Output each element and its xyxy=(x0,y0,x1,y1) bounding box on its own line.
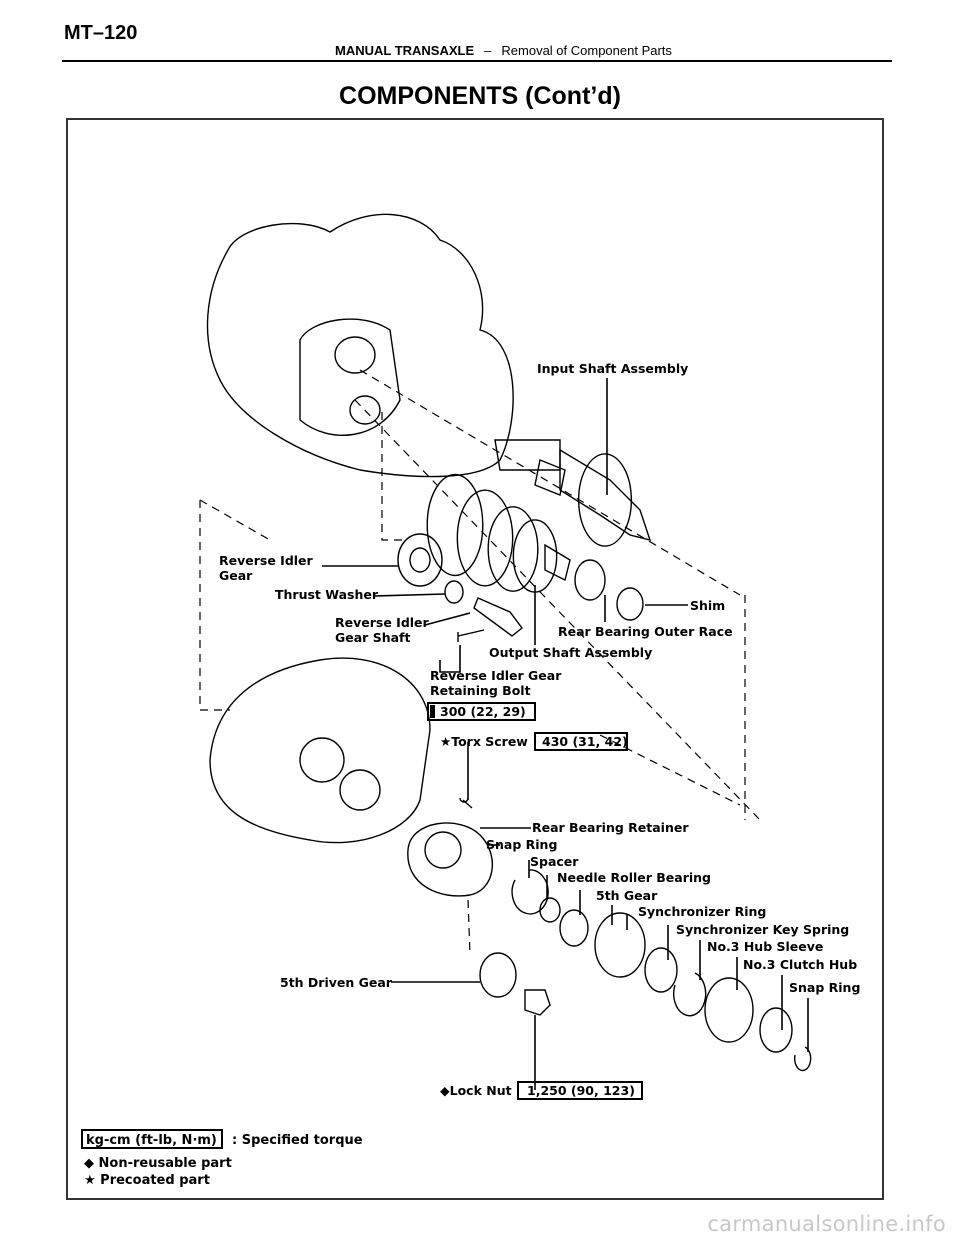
label-torx-screw: ★Torx Screw xyxy=(440,734,528,749)
torque-box-torx-screw xyxy=(534,732,628,751)
housing-bore-1 xyxy=(299,737,345,783)
label-reverse-idler-shaft-line2: Gear Shaft xyxy=(335,630,410,645)
torx-screw-drawing xyxy=(459,797,473,809)
legend-torque-box xyxy=(81,1129,223,1149)
hub-sleeve-drawing xyxy=(704,977,754,1043)
spacer-drawing xyxy=(539,897,561,923)
thrust-washer-drawing xyxy=(444,580,464,604)
lock-nut-drawing xyxy=(524,989,551,1016)
reverse-idler-gear-drawing xyxy=(397,533,443,587)
snap-ring-2-drawing xyxy=(793,1046,812,1072)
case-bearing-bore-2 xyxy=(349,395,381,425)
torque-lock-nut: 1,250 (90, 123) xyxy=(527,1083,635,1098)
label-needle-roller-bearing: Needle Roller Bearing xyxy=(557,870,711,885)
housing-bore-2 xyxy=(339,769,381,811)
transaxle-housing-drawing xyxy=(209,657,431,844)
synchronizer-key-spring-drawing xyxy=(673,972,707,1017)
label-fifth-gear: 5th Gear xyxy=(596,888,658,903)
reverse-idler-shaft-drawing xyxy=(473,597,523,637)
label-retaining-bolt-line2: Retaining Bolt xyxy=(430,683,531,698)
needle-roller-bearing-drawing xyxy=(559,909,589,947)
rear-bearing-retainer-drawing xyxy=(407,822,494,897)
retaining-bolt-drawing xyxy=(457,629,485,642)
label-reverse-idler-shaft-line1: Reverse Idler xyxy=(335,615,430,630)
legend-non-reusable: ◆ Non-reusable part xyxy=(84,1156,232,1171)
label-synchronizer-ring: Synchronizer Ring xyxy=(638,904,766,919)
label-hub-sleeve: No.3 Hub Sleeve xyxy=(707,939,823,954)
synchronizer-ring-drawing xyxy=(644,947,678,993)
label-reverse-idler-gear-line1: Reverse Idler xyxy=(219,553,314,568)
diagram-frame xyxy=(66,118,884,1200)
leader-lines xyxy=(322,378,809,1090)
label-lock-nut: ◆Lock Nut xyxy=(440,1083,512,1098)
label-shim: Shim xyxy=(690,598,725,613)
label-input-shaft: Input Shaft Assembly xyxy=(537,361,688,376)
output-shaft-drawing xyxy=(426,473,571,593)
fifth-gear-drawing xyxy=(594,912,646,978)
torque-box-lock-nut xyxy=(517,1081,643,1100)
label-spacer: Spacer xyxy=(530,854,579,869)
fifth-driven-gear-drawing xyxy=(479,952,517,998)
label-rear-bearing-retainer: Rear Bearing Retainer xyxy=(532,820,689,835)
header-rule xyxy=(62,60,892,62)
page-number: MT–120 xyxy=(64,22,138,44)
label-clutch-hub: No.3 Clutch Hub xyxy=(743,957,857,972)
legend: kg-cm (ft-lb, N·m) : Specified torque ◆ … xyxy=(81,1129,363,1188)
legend-precoated: ★ Precoated part xyxy=(84,1173,210,1188)
header-separator: – xyxy=(484,43,492,58)
diagram-drawing xyxy=(199,213,812,1072)
shim-drawing xyxy=(616,587,644,621)
torque-box-marker xyxy=(430,705,435,718)
label-rear-bearing-outer-race: Rear Bearing Outer Race xyxy=(558,624,733,639)
torque-box-retaining-bolt xyxy=(427,702,536,721)
snap-ring-drawing xyxy=(511,869,549,915)
component-labels: Input Shaft Assembly Reverse Idler Gear … xyxy=(219,361,860,1100)
label-snap-ring-2: Snap Ring xyxy=(789,980,860,995)
legend-torque-description: : Specified torque xyxy=(232,1133,363,1148)
legend-torque-unit: kg-cm (ft-lb, N·m) xyxy=(86,1133,217,1148)
clutch-hub-drawing xyxy=(759,1007,793,1053)
input-shaft-drawing xyxy=(494,439,652,547)
label-output-shaft: Output Shaft Assembly xyxy=(489,645,652,660)
label-reverse-idler-gear-line2: Gear xyxy=(219,568,253,583)
section-title: MANUAL TRANSAXLE xyxy=(335,43,475,58)
torque-retaining-bolt: 300 (22, 29) xyxy=(440,704,526,719)
label-synchronizer-key-spring: Synchronizer Key Spring xyxy=(676,922,849,937)
page-title: COMPONENTS (Cont’d) xyxy=(339,82,621,110)
label-fifth-driven-gear: 5th Driven Gear xyxy=(280,975,393,990)
subsection-title: Removal of Component Parts xyxy=(501,43,672,58)
label-thrust-washer: Thrust Washer xyxy=(275,587,379,602)
label-retaining-bolt-line1: Reverse Idler Gear xyxy=(430,668,562,683)
label-snap-ring: Snap Ring xyxy=(486,837,557,852)
watermark: carmanualsonline.info xyxy=(707,1212,946,1236)
torque-torx-screw: 430 (31, 42) xyxy=(542,734,628,749)
case-bearing-bore-1 xyxy=(334,336,376,374)
rear-bearing-outer-race-drawing xyxy=(574,559,606,601)
running-header: MANUAL TRANSAXLE–Removal of Component Pa… xyxy=(335,43,672,58)
transaxle-case-drawing xyxy=(206,213,514,478)
